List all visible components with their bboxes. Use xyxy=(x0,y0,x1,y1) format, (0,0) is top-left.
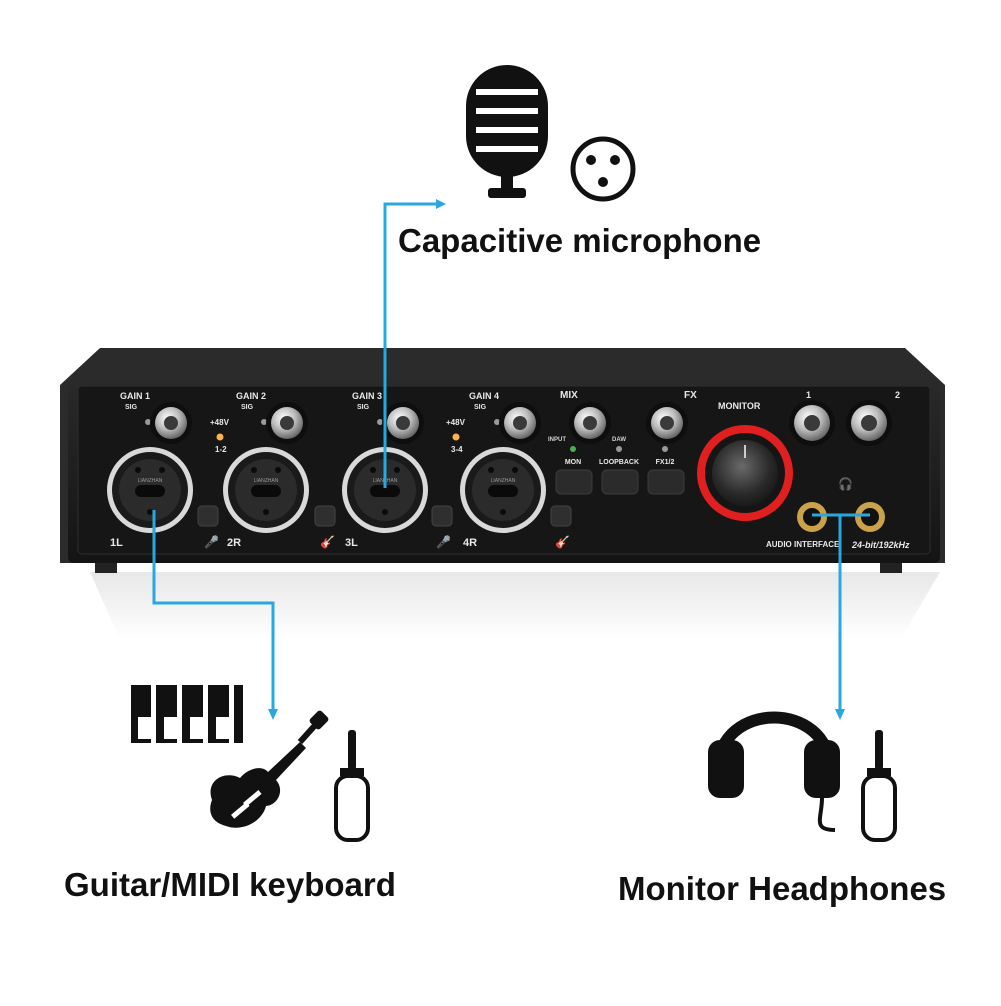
model-label: AUDIO INTERFACE xyxy=(766,540,840,549)
arrow-head-icon xyxy=(268,709,278,720)
input-3-label: 3L xyxy=(345,537,358,549)
monitor-label: MONITOR xyxy=(718,401,761,411)
sig-led xyxy=(261,419,267,425)
combo-input-2[interactable]: LIANZHAN xyxy=(223,447,309,533)
mic-inst-switch-2[interactable] xyxy=(314,505,336,527)
gain-1-label: GAIN 1 xyxy=(120,391,150,401)
sig-led xyxy=(377,419,383,425)
mic-mode-icon: 🎤 xyxy=(436,534,451,549)
mon-button[interactable] xyxy=(555,469,593,495)
input-2-label: 2R xyxy=(227,537,241,549)
headphones-icon xyxy=(708,711,840,832)
headphone-output-2[interactable] xyxy=(855,502,885,532)
sig-2-label: SIG xyxy=(241,404,254,411)
spec-label: 24-bit/192kHz xyxy=(851,540,910,550)
gain-knob-1[interactable] xyxy=(150,402,192,444)
input-4-label: 4R xyxy=(463,537,477,549)
headphone-symbol-icon: 🎧 xyxy=(838,477,853,491)
mic-inst-switch-1[interactable] xyxy=(197,505,219,527)
mon-label: MON xyxy=(565,459,581,466)
headphone-output-1[interactable] xyxy=(797,502,827,532)
sig-1-label: SIG xyxy=(125,404,138,411)
mon-led xyxy=(570,446,576,452)
monitor-knob[interactable] xyxy=(697,425,793,521)
sig-4-label: SIG xyxy=(474,404,487,411)
fx12-label: FX1/2 xyxy=(656,459,675,466)
xlr-connector-icon xyxy=(570,136,636,202)
microphone-icon xyxy=(466,65,548,198)
phantom-34-label: +48V xyxy=(446,418,466,427)
loopback-button[interactable] xyxy=(601,469,639,495)
headphone-knob-2[interactable] xyxy=(846,400,892,446)
microphone-label: Capacitive microphone xyxy=(398,222,762,259)
mic-inst-switch-3[interactable] xyxy=(431,505,453,527)
gain-knob-4[interactable] xyxy=(499,402,541,444)
gain-2-label: GAIN 2 xyxy=(236,391,266,401)
gain-knobs xyxy=(150,400,892,446)
mic-inst-switch-4[interactable] xyxy=(550,505,572,527)
combo-input-1[interactable]: LIANZHAN xyxy=(107,447,193,533)
fx12-button[interactable] xyxy=(647,469,685,495)
mix-daw-label: DAW xyxy=(612,437,626,443)
arrow-head-icon xyxy=(835,709,845,720)
device-foot xyxy=(95,563,117,573)
combo-input-3[interactable]: LIANZHAN xyxy=(342,447,428,533)
fx-knob[interactable] xyxy=(646,402,688,444)
input-1-label: 1L xyxy=(110,537,123,549)
sig-3-label: SIG xyxy=(357,404,370,411)
microphone-connector-line xyxy=(383,202,440,488)
mix-label: MIX xyxy=(560,390,578,401)
instrument-connector-line xyxy=(152,510,275,712)
electric-guitar-icon xyxy=(210,710,329,828)
device-reflection xyxy=(90,572,940,640)
jack-plug-icon xyxy=(334,730,370,842)
device-foot xyxy=(880,563,902,573)
headphones-label: Monitor Headphones xyxy=(618,870,947,907)
fx-label: FX xyxy=(684,390,697,401)
connector-brand: LIANZHAN xyxy=(491,478,516,484)
guitar-mode-icon: 🎸 xyxy=(320,535,335,549)
sig-led xyxy=(494,419,500,425)
gain-knob-2[interactable] xyxy=(266,402,308,444)
phantom-12-label: +48V xyxy=(210,418,230,427)
connector-brand: LIANZHAN xyxy=(138,478,163,484)
connector-brand: LIANZHAN xyxy=(254,478,279,484)
gain-4-label: GAIN 4 xyxy=(469,391,499,401)
headphone-knob-1-label: 1 xyxy=(806,390,811,400)
phantom-12-led xyxy=(216,433,224,441)
jack-plug-icon xyxy=(861,730,897,842)
arrow-head-icon xyxy=(436,199,446,209)
combo-input-4[interactable]: LIANZHAN xyxy=(460,447,546,533)
piano-keys-icon xyxy=(131,685,243,743)
loopback-label: LOOPBACK xyxy=(599,459,639,466)
guitar-mode-icon: 🎸 xyxy=(555,535,570,549)
phantom-34-led xyxy=(452,433,460,441)
mic-mode-icon: 🎤 xyxy=(204,534,219,549)
loopback-led xyxy=(616,446,622,452)
phantom-12-sub: 1-2 xyxy=(215,445,227,454)
instrument-label: Guitar/MIDI keyboard xyxy=(64,866,396,903)
headphone-knob-1[interactable] xyxy=(789,400,835,446)
sig-led xyxy=(145,419,151,425)
headphone-knob-2-label: 2 xyxy=(895,390,900,400)
combo-inputs: LIANZHAN LIANZHAN LIANZHAN LIANZHAN xyxy=(107,447,546,533)
phantom-34-sub: 3-4 xyxy=(451,445,463,454)
mix-input-label: INPUT xyxy=(548,437,566,443)
gain-knob-3[interactable] xyxy=(382,402,424,444)
mix-knob[interactable] xyxy=(569,402,611,444)
fx-led xyxy=(662,446,668,452)
gain-3-label: GAIN 3 xyxy=(352,391,382,401)
